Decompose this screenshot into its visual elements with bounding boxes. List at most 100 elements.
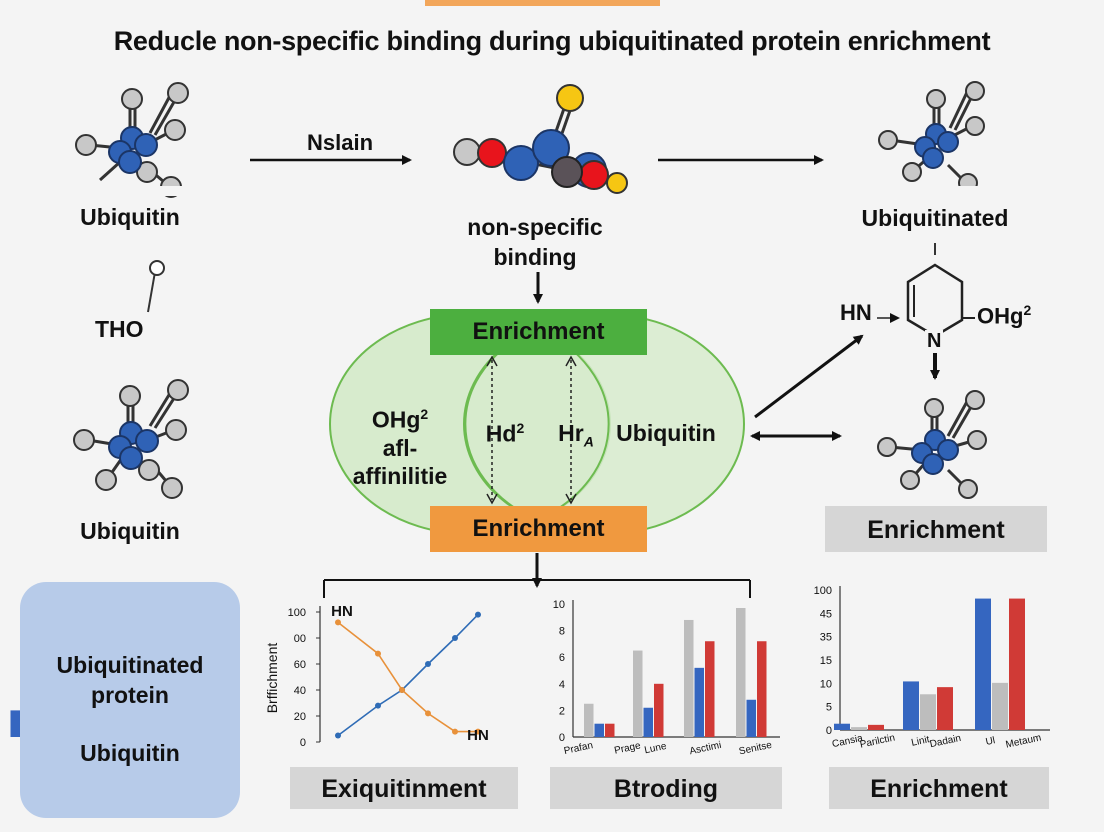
chart3-x-tick: Metaum bbox=[1005, 732, 1043, 750]
tho-label: THO bbox=[95, 316, 144, 342]
chart2-x-tick: Asctimi bbox=[689, 740, 723, 757]
chart1-annotation-top: HN bbox=[331, 603, 353, 620]
chart1-y-tick: 20 bbox=[294, 711, 306, 723]
chart1-blue-marker bbox=[475, 611, 481, 618]
chart2-bar bbox=[694, 667, 704, 737]
chart2-x-tick: Senitse bbox=[738, 740, 773, 758]
chart2-bar bbox=[10, 710, 20, 737]
chart3-bar bbox=[868, 724, 884, 730]
chart2-bar bbox=[757, 641, 767, 737]
chart2-y-tick: 4 bbox=[559, 679, 565, 691]
chart1-blue-marker bbox=[425, 661, 431, 667]
venn-center-left: Hd2 bbox=[480, 420, 530, 448]
chart3-x-tick: Parilctin bbox=[859, 732, 896, 750]
venn-hd: Hd bbox=[485, 420, 517, 447]
chart3-bar bbox=[903, 681, 919, 730]
chart2-bar bbox=[633, 650, 643, 737]
chart1-orange-marker bbox=[425, 710, 431, 717]
chart3-y-tick: 10 bbox=[820, 678, 832, 690]
nonspecific-binding-label: non-specific binding bbox=[430, 212, 640, 272]
ring-ohg-text: OHg bbox=[977, 303, 1024, 329]
venn-diagram bbox=[329, 313, 745, 535]
chart2-x-tick: Prage bbox=[613, 740, 642, 756]
ubiquitinated-molecule-top bbox=[878, 81, 990, 196]
page-title: Reducle non-specific binding during ubiq… bbox=[113, 26, 991, 56]
pyridine-ring bbox=[877, 243, 975, 380]
chart3-y-tick: 100 bbox=[814, 585, 832, 597]
venn-hr: Hr bbox=[558, 420, 584, 446]
chart2-y-tick: 10 bbox=[553, 599, 565, 611]
chart3-caption: Enrichment bbox=[829, 767, 1049, 809]
left-summary-box: Ubiquitinated protein Ubiquitin bbox=[20, 582, 240, 818]
chart2-bar bbox=[654, 683, 664, 737]
chart1-blue-marker bbox=[335, 732, 341, 739]
chart2-y-tick: 6 bbox=[559, 652, 565, 664]
venn-hr-sub: A bbox=[583, 433, 594, 450]
left-box-line3: Ubiquitin bbox=[80, 740, 180, 766]
venn-left-line1: OHg2 bbox=[330, 400, 470, 434]
ubiquitin-label-top: Ubiquitin bbox=[80, 204, 180, 230]
chart2-bar bbox=[594, 723, 604, 737]
chart2-bar bbox=[643, 707, 653, 737]
chart1-y-tick: 00 bbox=[294, 633, 306, 645]
chart1-orange-marker bbox=[399, 687, 405, 693]
chart2-caption: Btroding bbox=[550, 767, 782, 809]
venn-hd-sup: 2 bbox=[516, 420, 525, 436]
chart3-y-tick: 45 bbox=[820, 608, 832, 620]
ring-ohg-label: OHg2 bbox=[977, 302, 1031, 329]
chart1-y-tick: 0 bbox=[300, 737, 306, 749]
chart3-y-tick: 0 bbox=[826, 725, 832, 737]
chart1-orange-marker bbox=[452, 728, 458, 735]
chart3-bar bbox=[992, 682, 1008, 730]
right-enrichment-box: Enrichment bbox=[825, 506, 1047, 552]
chart2-bar bbox=[684, 619, 694, 737]
ring-ohg-sup: 2 bbox=[1023, 302, 1032, 318]
ring-hn-label: HN bbox=[840, 300, 872, 325]
chart2-y-tick: 8 bbox=[559, 626, 565, 638]
nonspecific-line1: non-specific bbox=[467, 214, 603, 240]
venn-left-ohg: OHg bbox=[371, 406, 421, 433]
arrow-venn-to-ring bbox=[754, 334, 864, 419]
chart2-bar bbox=[705, 641, 715, 737]
chart2-x-tick: Prafan bbox=[563, 740, 594, 757]
chart1-series-2-line bbox=[337, 621, 478, 733]
chart2-x-tick: Lune bbox=[643, 741, 667, 756]
chart3-bar bbox=[937, 687, 953, 730]
left-box-line2: protein bbox=[91, 682, 169, 708]
chart3-x-tick: Dadain bbox=[929, 733, 962, 750]
chart1-blue-marker bbox=[375, 702, 381, 709]
chart1-y-label: Brffichment bbox=[264, 643, 280, 714]
venn-center-right: HrA bbox=[554, 420, 598, 450]
venn-left-text: OHg2 afl- affinilitie bbox=[330, 400, 470, 490]
venn-bottom-enrichment-bar: Enrichment bbox=[430, 506, 647, 552]
top-accent-bar bbox=[425, 0, 660, 6]
chart2-y-tick: 2 bbox=[559, 705, 565, 717]
chart3-bar bbox=[834, 723, 850, 730]
chart3-x-tick: Linit bbox=[910, 734, 930, 749]
chart1-orange-marker bbox=[475, 728, 481, 735]
chart1-y-tick: 40 bbox=[294, 685, 306, 697]
chart2-bar bbox=[746, 699, 756, 737]
ubiquitin-molecule-top bbox=[75, 82, 190, 198]
venn-left-sup: 2 bbox=[420, 406, 429, 422]
chart1-blue-marker bbox=[452, 635, 458, 641]
chart2-bar bbox=[736, 607, 746, 737]
chart1-annotation-bottom: HN bbox=[467, 727, 489, 744]
chart1-orange-marker bbox=[375, 650, 381, 657]
chart3-bar bbox=[975, 598, 991, 730]
nonspecific-line2: binding bbox=[493, 244, 577, 270]
chart2-bar bbox=[605, 723, 615, 737]
left-box-title: Ubiquitinated protein bbox=[20, 650, 240, 710]
venn-top-enrichment-bar: Enrichment bbox=[430, 309, 647, 355]
ubiquitin-molecule-mid bbox=[73, 379, 189, 499]
venn-left-line3: affinilitie bbox=[352, 462, 448, 489]
venn-left-line2: afl- bbox=[382, 434, 418, 461]
arrow-label: Nslain bbox=[306, 130, 374, 155]
ubiquitin-label-mid: Ubiquitin bbox=[80, 518, 180, 544]
chart3-y-tick: 15 bbox=[820, 655, 832, 667]
chart3-bar bbox=[851, 727, 867, 730]
chart1-caption: Exiquitinment bbox=[290, 767, 518, 809]
